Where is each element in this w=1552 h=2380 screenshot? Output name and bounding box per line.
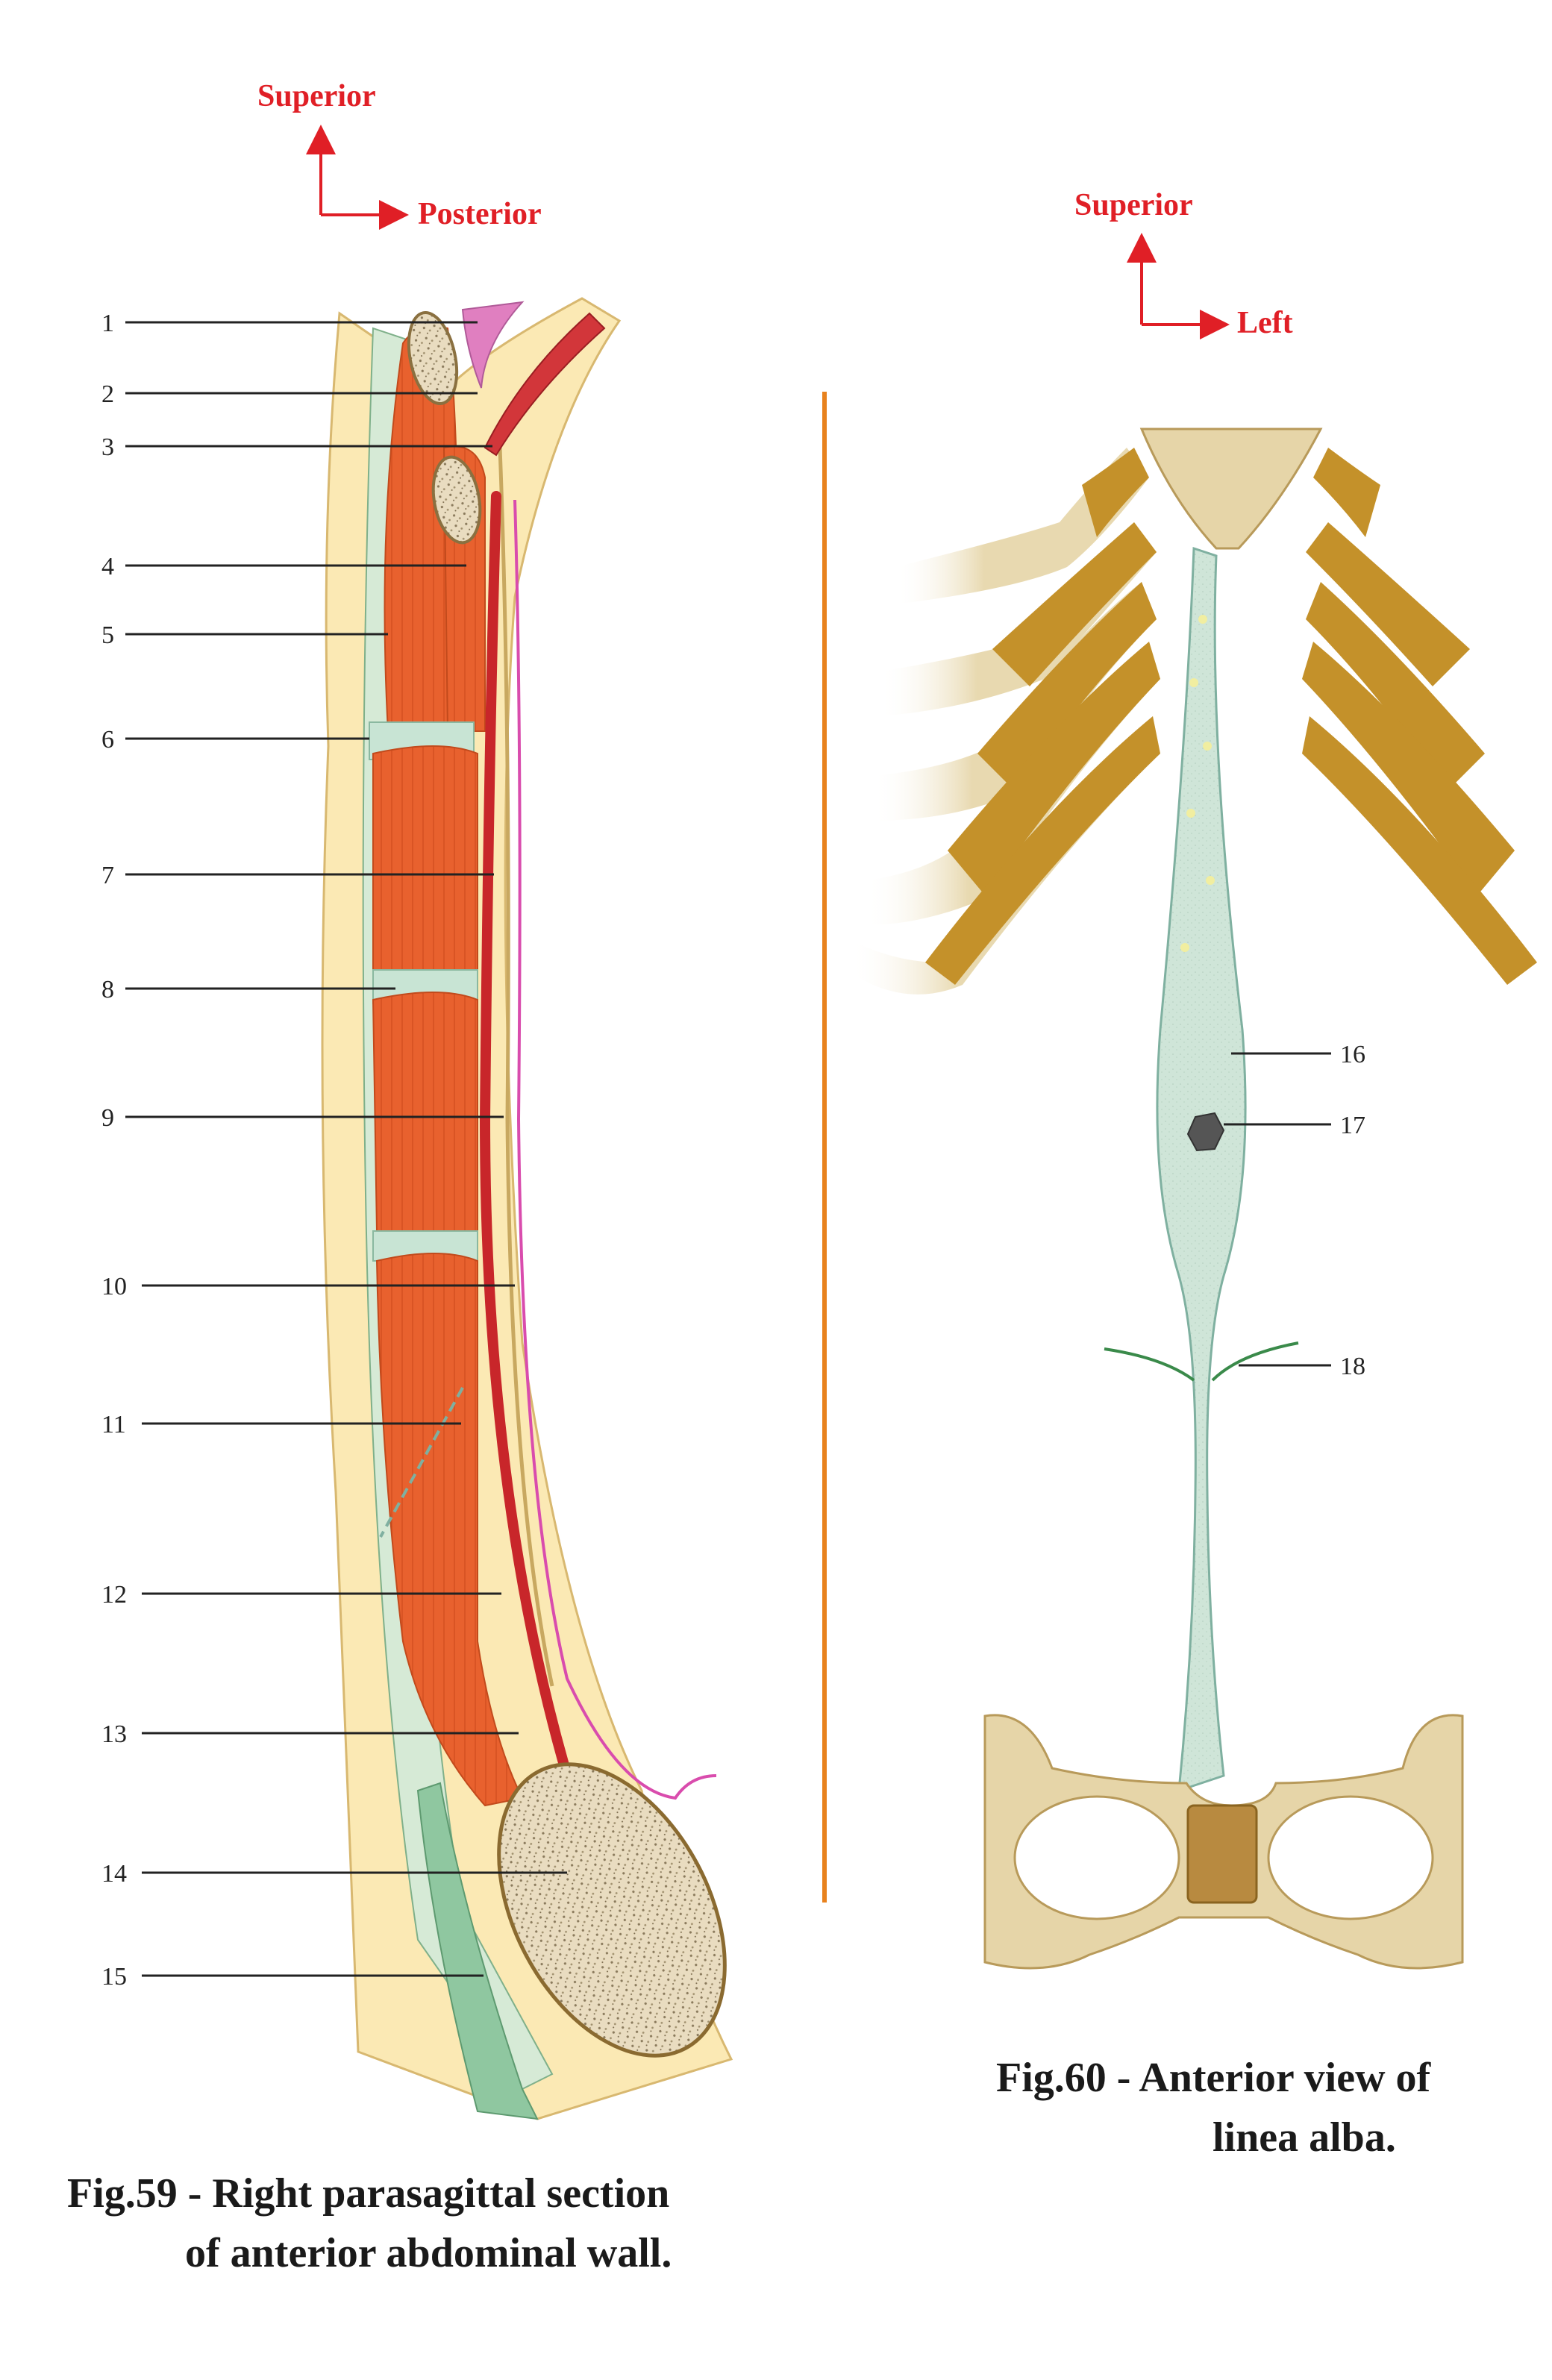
sternum <box>1139 428 1323 550</box>
epigastric-artery <box>479 491 572 1781</box>
ribs-right <box>1302 448 1537 985</box>
label-5: 5 <box>101 621 114 649</box>
superior-label-60: Superior <box>1074 188 1193 222</box>
label-16: 16 <box>1340 1041 1365 1068</box>
label-7: 7 <box>101 862 114 889</box>
label-14: 14 <box>101 1860 127 1888</box>
label-1: 1 <box>101 310 114 337</box>
rectus-segment-3 <box>372 992 478 1238</box>
thorax-ribs <box>851 428 1537 995</box>
opening-dot <box>1180 943 1189 952</box>
label-9: 9 <box>101 1104 114 1132</box>
cartilage-left-3 <box>977 582 1157 791</box>
peritoneum <box>513 499 717 1800</box>
label-10: 10 <box>101 1273 127 1300</box>
posterior-label: Posterior <box>418 197 542 231</box>
fig60-caption: Fig.60 - Anterior view of linea alba. <box>996 2048 1518 2167</box>
pubic-symphysis <box>1186 1804 1258 1904</box>
transversalis-fascia <box>498 447 554 1687</box>
fig59-orientation: Superior Posterior <box>257 79 542 231</box>
obturator-foramen-right <box>1267 1795 1434 1920</box>
label-18: 18 <box>1340 1353 1365 1380</box>
cartilage-left-4 <box>948 642 1160 895</box>
label-6: 6 <box>101 726 114 754</box>
label-11: 11 <box>101 1411 126 1438</box>
linea-alba-openings <box>1180 615 1215 952</box>
fig59-leaders <box>125 321 567 1977</box>
opening-dot <box>1198 615 1207 624</box>
fig59-caption: Fig.59 - Right parasagittal section of a… <box>67 2164 739 2283</box>
label-4: 4 <box>101 553 114 580</box>
pelvis <box>983 1714 1464 1970</box>
left-label: Left <box>1237 306 1293 340</box>
label-12: 12 <box>101 1581 127 1609</box>
fig60-caption-line1: Fig.60 - Anterior view of <box>996 2055 1431 2101</box>
costal-cartilage-lower <box>431 455 482 545</box>
costal-cartilage-upper <box>407 311 459 405</box>
fig59-caption-line2: of anterior abdominal wall. <box>185 2230 672 2276</box>
arcuate-line-left <box>1104 1347 1195 1382</box>
fig60-caption-line2: linea alba. <box>1212 2114 1396 2161</box>
label-13: 13 <box>101 1720 127 1748</box>
fig59-caption-line1: Fig.59 - Right parasagittal section <box>67 2170 670 2217</box>
arcuate-line-right <box>1211 1341 1299 1382</box>
diaphragm-muscle <box>484 312 606 457</box>
label-2: 2 <box>101 381 114 408</box>
rectus-segment-2 <box>372 745 478 978</box>
superior-label-59: Superior <box>257 79 376 113</box>
fig60-leaders <box>1224 1052 1331 1367</box>
rectus-segment-4 <box>375 1253 524 1807</box>
arcuate-line <box>379 1387 464 1538</box>
label-8: 8 <box>101 976 114 1003</box>
rib-left-1 <box>895 448 1149 604</box>
label-3: 3 <box>101 433 114 461</box>
opening-dot <box>1186 809 1195 818</box>
linea-alba <box>1156 546 1247 1793</box>
pink-tissue <box>461 301 525 389</box>
fig59-numbers: 1 2 3 4 5 6 7 8 9 10 11 12 13 14 15 <box>101 310 127 1991</box>
cartilage-left-1 <box>1082 448 1149 537</box>
opening-dot <box>1189 678 1198 687</box>
cartilage-left-2 <box>992 522 1157 686</box>
label-17: 17 <box>1340 1112 1365 1139</box>
label-15: 15 <box>101 1963 127 1991</box>
umbilicus <box>1186 1112 1225 1152</box>
abdominal-wall-section <box>321 297 733 2120</box>
opening-dot <box>1203 742 1212 751</box>
fig60-orientation: Superior Left <box>1074 188 1293 340</box>
cartilage-left-5 <box>925 716 1160 985</box>
opening-dot <box>1206 876 1215 885</box>
fig60-numbers: 16 17 18 <box>1340 1041 1365 1380</box>
pyramidalis-region <box>416 1782 539 2120</box>
obturator-foramen-left <box>1013 1795 1180 1920</box>
pubic-bone <box>497 1762 727 2058</box>
